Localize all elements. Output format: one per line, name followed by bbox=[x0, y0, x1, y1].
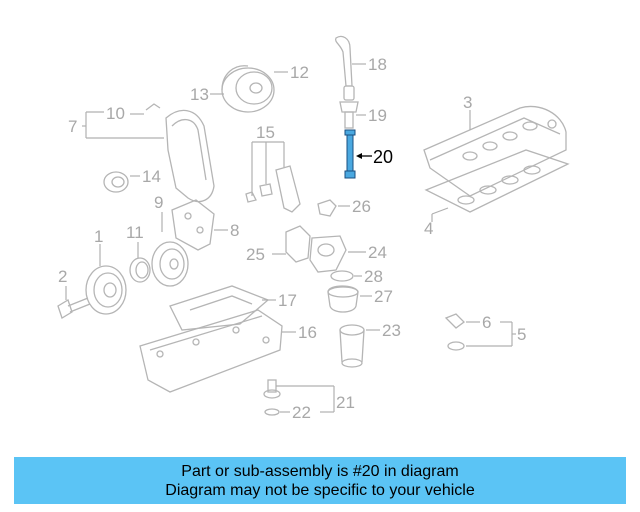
crankshaft-pulley-part[interactable] bbox=[85, 265, 127, 315]
callout-4: 4 bbox=[424, 219, 433, 238]
callout-25: 25 bbox=[246, 245, 265, 264]
callout-7: 7 bbox=[68, 117, 77, 136]
callout-26: 26 bbox=[352, 197, 371, 216]
oil-filter-housing-part[interactable] bbox=[285, 225, 347, 273]
timing-cover-part[interactable] bbox=[165, 109, 215, 203]
crank-seal-part[interactable] bbox=[129, 257, 151, 283]
callout-15: 15 bbox=[256, 123, 275, 142]
valve-cover-gasket-part[interactable] bbox=[424, 149, 570, 213]
callout-19: 19 bbox=[368, 106, 387, 125]
oil-cooler-part[interactable] bbox=[327, 285, 359, 313]
drain-plug-washer-part[interactable] bbox=[264, 408, 280, 416]
oil-pan-baffle-part[interactable] bbox=[169, 285, 270, 331]
callout-21: 21 bbox=[336, 393, 355, 412]
callout-28: 28 bbox=[364, 267, 383, 286]
parts-diagram: 18 19 20 3 4 7 10 bbox=[57, 35, 570, 422]
callout-3: 3 bbox=[463, 93, 472, 112]
callout-13: 13 bbox=[190, 85, 209, 104]
callout-6: 6 bbox=[482, 313, 491, 332]
camshaft-sprocket-part[interactable] bbox=[221, 65, 275, 113]
banner-line-2: Diagram may not be specific to your vehi… bbox=[165, 481, 475, 499]
crankshaft-sprocket-part[interactable] bbox=[151, 241, 189, 287]
callout-17: 17 bbox=[278, 291, 297, 310]
callout-23: 23 bbox=[382, 321, 401, 340]
info-banner: Part or sub-assembly is #20 in diagram D… bbox=[14, 457, 626, 504]
drain-plug-part[interactable] bbox=[263, 379, 281, 399]
callout-24: 24 bbox=[368, 243, 387, 262]
callout-14: 14 bbox=[142, 167, 161, 186]
clip-part[interactable] bbox=[259, 183, 273, 197]
valve-cover-part[interactable] bbox=[423, 105, 567, 197]
callout-20: 20 bbox=[373, 147, 393, 167]
bracket-part[interactable] bbox=[275, 165, 301, 213]
callout-27: 27 bbox=[374, 287, 393, 306]
seal-part-5[interactable] bbox=[447, 341, 465, 351]
callout-1: 1 bbox=[94, 227, 103, 246]
oil-pump-part[interactable] bbox=[171, 199, 215, 251]
filter-housing-gasket-part[interactable] bbox=[330, 270, 354, 282]
callout-16: 16 bbox=[298, 323, 317, 342]
banner-line-1: Part or sub-assembly is #20 in diagram bbox=[181, 462, 459, 480]
callout-10: 10 bbox=[106, 104, 125, 123]
callout-22: 22 bbox=[292, 403, 311, 422]
dipstick-tube-part-20[interactable] bbox=[344, 129, 356, 179]
dipstick-part[interactable] bbox=[334, 35, 359, 129]
clip-part-6[interactable] bbox=[444, 313, 465, 329]
oil-filter-part[interactable] bbox=[339, 324, 365, 368]
callout-5: 5 bbox=[517, 325, 526, 344]
sensor-part[interactable] bbox=[317, 199, 337, 217]
callout-12: 12 bbox=[290, 63, 309, 82]
bolt-part[interactable] bbox=[245, 191, 257, 203]
tensioner-pulley-part[interactable] bbox=[103, 171, 129, 193]
callout-9: 9 bbox=[154, 193, 163, 212]
pulley-bolt-part[interactable] bbox=[57, 297, 91, 319]
oil-pan-part[interactable] bbox=[139, 309, 283, 393]
callout-8: 8 bbox=[230, 221, 239, 240]
callout-11: 11 bbox=[126, 223, 144, 242]
callout-2: 2 bbox=[58, 267, 67, 286]
callout-18: 18 bbox=[368, 55, 387, 74]
